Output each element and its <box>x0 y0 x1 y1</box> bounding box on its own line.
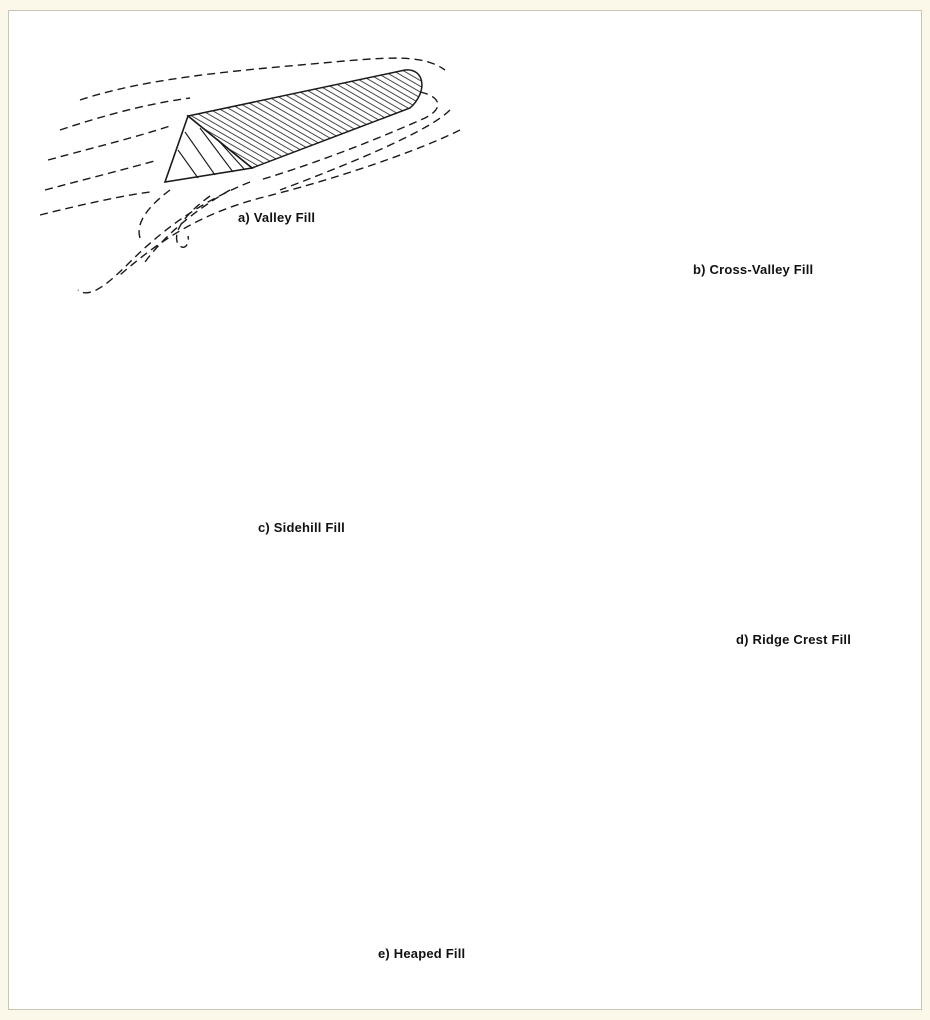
valley-fill-illustration <box>40 58 460 293</box>
caption-sidehill-fill: c) Sidehill Fill <box>258 520 345 535</box>
caption-cross-valley-fill: b) Cross-Valley Fill <box>693 262 813 277</box>
caption-ridge-crest-fill: d) Ridge Crest Fill <box>736 632 851 647</box>
caption-valley-fill: a) Valley Fill <box>238 210 315 225</box>
caption-heaped-fill: e) Heaped Fill <box>378 946 465 961</box>
